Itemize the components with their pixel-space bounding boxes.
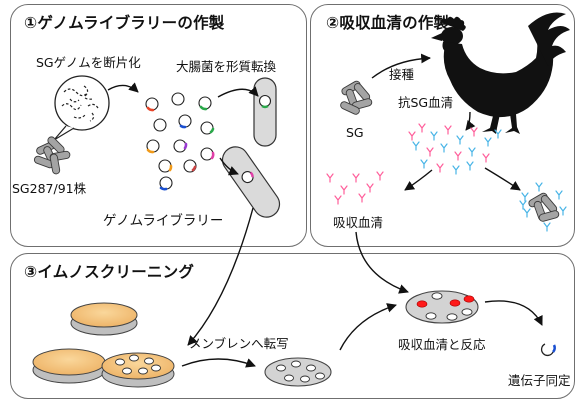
label-membrane-transfer: メンブレンへ転写: [189, 336, 289, 351]
panel-3-title: ③イムノスクリーニング: [24, 263, 195, 281]
label-transform: 大腸菌を形質転換: [176, 59, 277, 74]
label-inoculation: 接種: [389, 67, 415, 82]
label-absorbed-serum: 吸収血清: [333, 215, 384, 230]
label-anti-serum: 抗SG血清: [398, 95, 454, 110]
label-gene-id: 遺伝子同定: [508, 373, 571, 388]
label-sg: SG: [346, 125, 364, 140]
label-genome-fragment: SGゲノムを断片化: [36, 55, 141, 70]
panel-2-title: ②吸収血清の作製: [326, 14, 450, 32]
label-strain: SG287/91株: [12, 181, 87, 196]
label-library: ゲノムライブラリー: [103, 213, 224, 229]
panel-1-title: ①ゲノムライブラリーの作製: [24, 14, 225, 32]
label-react: 吸収血清と反応: [398, 337, 486, 352]
